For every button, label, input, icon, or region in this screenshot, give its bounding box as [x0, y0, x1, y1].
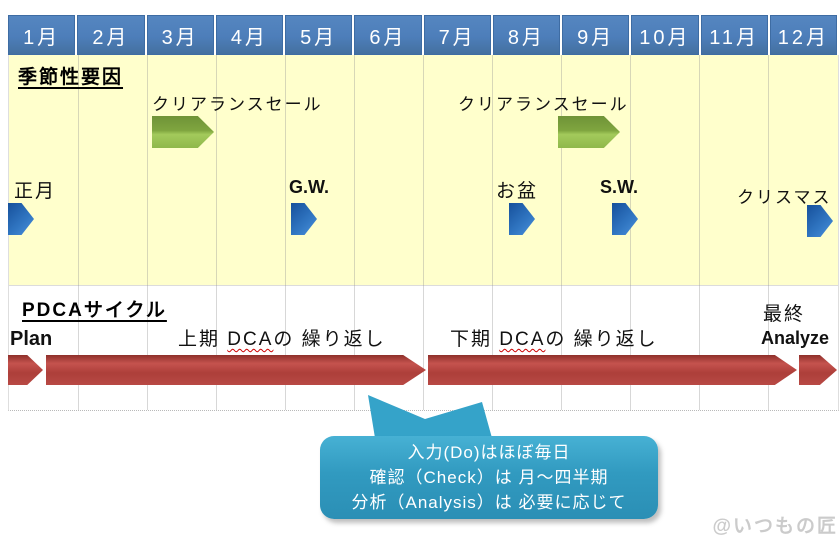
month-gridline: [285, 55, 286, 410]
callout-pointer: [368, 395, 492, 438]
month-header-2: 2月: [77, 15, 145, 55]
plan-label: Plan: [10, 328, 53, 350]
golden-week-label: G.W.: [289, 177, 329, 197]
watermark: @いつもの匠: [712, 516, 838, 537]
seasonal-heading: 季節性要因: [18, 67, 124, 88]
month-gridline: [699, 55, 700, 410]
month-header-4: 4月: [215, 15, 283, 55]
calendar-table-body: [8, 55, 839, 411]
month-gridline: [147, 55, 148, 410]
final-label-analyze: Analyze: [761, 328, 830, 348]
first-half-suffix: の 繰り返し: [273, 329, 386, 350]
month-header-8: 8月: [492, 15, 560, 55]
month-header-10: 10月: [631, 15, 699, 55]
callout-line-2: 確認（Check）は 月～四半期: [369, 468, 609, 487]
second-half-prefix: 下期: [450, 329, 500, 350]
month-header-5: 5月: [285, 15, 353, 55]
pdca-callout: 入力(Do)はほぼ毎日 確認（Check）は 月～四半期 分析（Analysis…: [320, 436, 658, 519]
month-gridline: [492, 55, 493, 410]
month-gridline: [78, 55, 79, 410]
month-gridline: [216, 55, 217, 410]
pdca-band: [9, 286, 838, 410]
first-half-dca-label: 上期 DCAの 繰り返し: [178, 324, 386, 351]
month-header-3: 3月: [146, 15, 214, 55]
month-header-11: 11月: [700, 15, 768, 55]
month-header-12: 12月: [769, 15, 837, 55]
month-gridline: [423, 55, 424, 410]
callout-line-3: 分析（Analysis）は 必要に応じて: [351, 493, 627, 512]
second-half-dca-label: 下期 DCAの 繰り返し: [450, 324, 658, 351]
christmas-label: クリスマス: [737, 188, 832, 207]
second-half-suffix: の 繰り返し: [545, 329, 658, 350]
month-gridline: [561, 55, 562, 410]
clearance-sale-label-2: クリアランスセール: [458, 95, 629, 114]
second-half-dca-word: DCA: [499, 329, 546, 350]
month-gridline: [354, 55, 355, 410]
first-half-prefix: 上期: [178, 329, 228, 350]
silver-week-label: S.W.: [600, 177, 639, 197]
month-gridline: [768, 55, 769, 410]
month-header-1: 1月: [8, 15, 76, 55]
final-label-jp: 最終: [763, 304, 806, 325]
first-half-arrow: [46, 355, 426, 385]
month-gridline: [630, 55, 631, 410]
obon-label: お盆: [496, 181, 539, 202]
seasonal-band: [9, 55, 838, 286]
callout-line-1: 入力(Do)はほぼ毎日: [407, 443, 571, 462]
first-half-dca-word: DCA: [227, 329, 274, 350]
month-header-7: 7月: [423, 15, 491, 55]
pdca-heading: PDCAサイクル: [22, 300, 167, 321]
month-header-6: 6月: [354, 15, 422, 55]
clearance-sale-label-1: クリアランスセール: [152, 95, 323, 114]
second-half-arrow: [428, 355, 797, 385]
month-header-9: 9月: [562, 15, 630, 55]
new-year-label: 正月: [14, 181, 57, 202]
